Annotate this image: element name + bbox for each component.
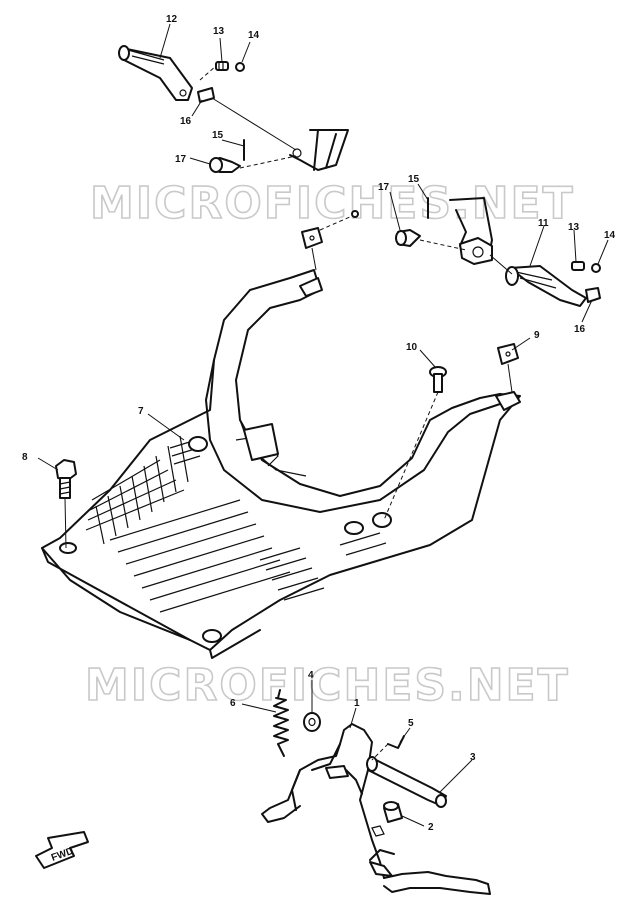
callout-13: 13 bbox=[568, 222, 580, 233]
callout-3: 3 bbox=[470, 752, 476, 763]
callout-14: 14 bbox=[604, 230, 616, 241]
callout-7: 7 bbox=[138, 406, 144, 417]
fwd-arrow: FWD bbox=[35, 831, 89, 869]
callout-8: 8 bbox=[22, 452, 28, 463]
right-footrest bbox=[505, 265, 601, 307]
callout-13: 13 bbox=[213, 26, 225, 37]
spring-6 bbox=[273, 689, 289, 757]
callout-9: 9 bbox=[534, 330, 540, 341]
callout-leaders bbox=[37, 23, 609, 827]
pin-5 bbox=[371, 735, 405, 761]
right-pin-and-bolt bbox=[395, 197, 467, 251]
callout-labels: 12 13 14 16 15 17 17 15 11 13 14 16 9 10… bbox=[22, 14, 616, 833]
callout-1: 1 bbox=[354, 698, 360, 709]
clip-left bbox=[301, 210, 359, 271]
bolt-8 bbox=[55, 459, 77, 549]
callout-4: 4 bbox=[308, 670, 314, 681]
callout-5: 5 bbox=[408, 718, 414, 729]
floor-board bbox=[41, 269, 521, 659]
watermark-top: MICROFICHES.NET bbox=[90, 178, 575, 229]
collar-2 bbox=[371, 801, 403, 837]
callout-2: 2 bbox=[428, 822, 434, 833]
callout-11: 11 bbox=[538, 218, 549, 229]
right-frame-bracket bbox=[449, 197, 513, 275]
main-stand bbox=[261, 723, 491, 895]
callout-17: 17 bbox=[378, 182, 390, 193]
callout-15: 15 bbox=[212, 130, 224, 141]
clip-right bbox=[497, 343, 519, 393]
callout-17: 17 bbox=[175, 154, 187, 165]
callout-6: 6 bbox=[230, 698, 236, 709]
shaft-3 bbox=[366, 756, 447, 808]
watermark-bottom: MICROFICHES.NET bbox=[85, 660, 570, 711]
left-pin-and-bolt bbox=[209, 139, 297, 173]
screw-10 bbox=[383, 366, 447, 521]
left-footrest-hardware bbox=[197, 61, 245, 103]
callout-14: 14 bbox=[248, 30, 260, 41]
left-footrest bbox=[118, 45, 193, 101]
callout-12: 12 bbox=[166, 14, 178, 25]
callout-10: 10 bbox=[406, 342, 418, 353]
callout-16: 16 bbox=[180, 116, 192, 127]
right-footrest-hardware bbox=[571, 261, 601, 273]
callout-16: 16 bbox=[574, 324, 586, 335]
left-frame-bracket bbox=[211, 97, 349, 171]
callout-15: 15 bbox=[408, 174, 420, 185]
washer-4 bbox=[303, 712, 321, 732]
